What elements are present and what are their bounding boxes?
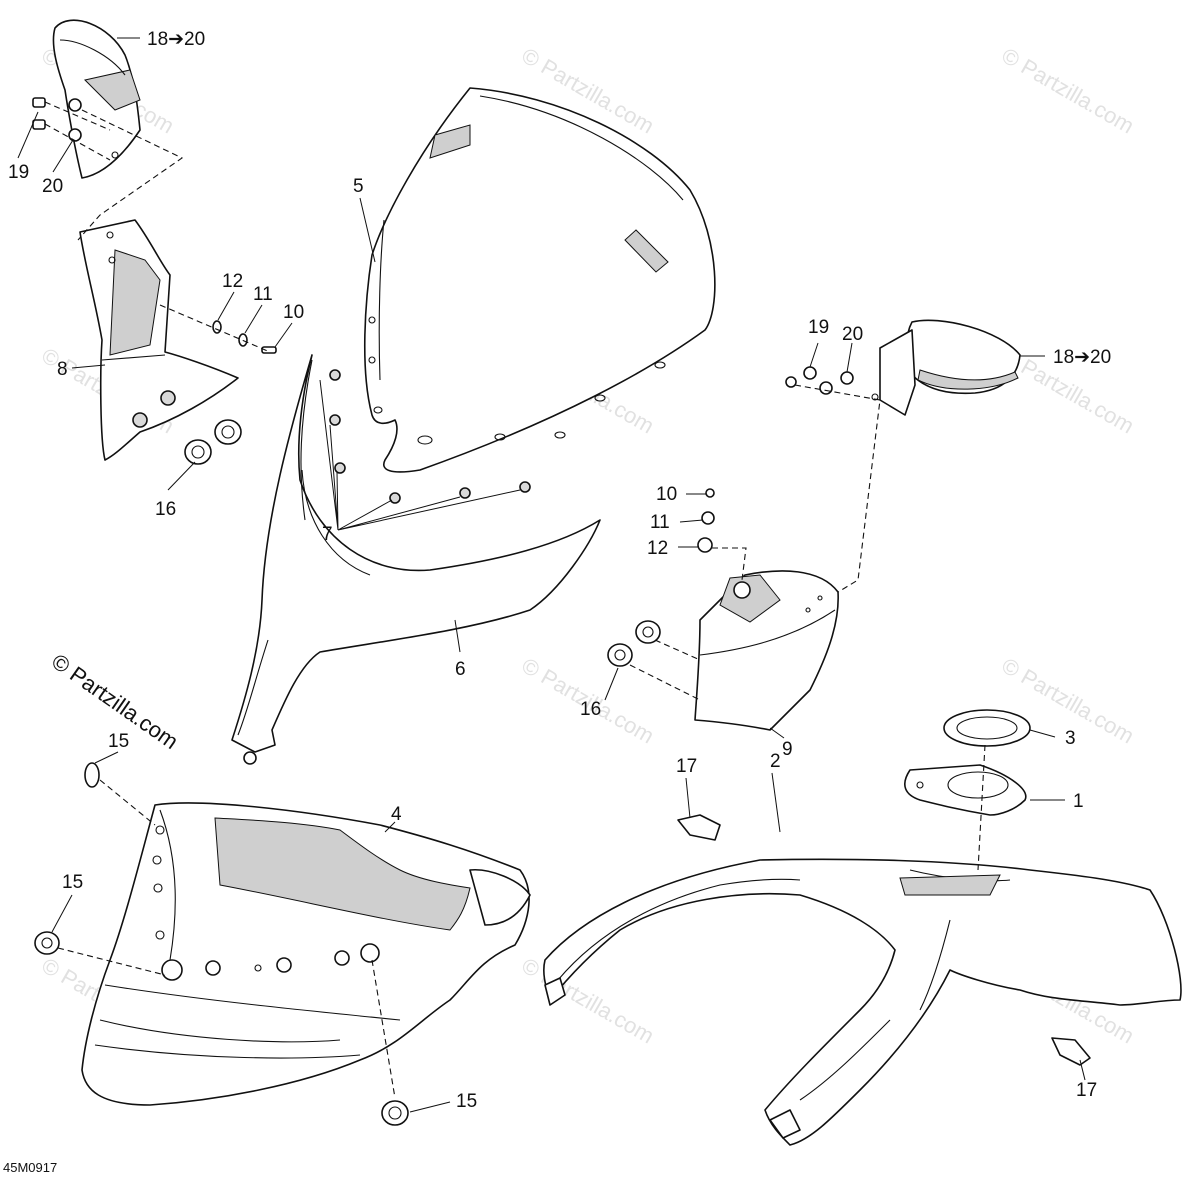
callout-11-right: 11 bbox=[650, 512, 670, 533]
callout-19-right: 19 bbox=[808, 317, 829, 338]
callout-12-right: 12 bbox=[647, 538, 668, 559]
right-grommets-16 bbox=[607, 620, 701, 701]
callout-12-left: 12 bbox=[222, 271, 243, 292]
callout-4: 4 bbox=[391, 804, 402, 825]
grommets-15 bbox=[34, 762, 409, 1126]
leader-lines bbox=[17, 37, 1086, 1113]
leader-lines-7 bbox=[319, 379, 521, 531]
part-8-left-mirror-bracket bbox=[79, 219, 239, 461]
callout-19-left: 19 bbox=[8, 162, 29, 183]
part-6-front-fairing bbox=[231, 354, 601, 765]
callout-3: 3 bbox=[1065, 728, 1076, 749]
callout-6: 6 bbox=[455, 659, 466, 680]
part-17-clips bbox=[677, 814, 1091, 1066]
callout-9: 9 bbox=[782, 739, 793, 760]
callout-18-20-right: 18➔20 bbox=[1053, 347, 1111, 368]
callout-15-mid: 15 bbox=[62, 872, 83, 893]
drawing-code: 45M0917 bbox=[3, 1160, 57, 1175]
watermark-text: © Partzilla.com bbox=[998, 43, 1139, 139]
callout-15-bottom: 15 bbox=[456, 1091, 477, 1112]
callout-labels: 18➔20 19 20 12 11 10 8 16 5 7 6 19 20 18… bbox=[8, 29, 1111, 1112]
callout-20-left: 20 bbox=[42, 176, 63, 197]
callout-5: 5 bbox=[353, 176, 364, 197]
part-1-gauge-bezel bbox=[904, 764, 1027, 816]
callout-18-20-left: 18➔20 bbox=[147, 29, 205, 50]
part-4-front-hood bbox=[81, 802, 531, 1106]
part-18-left-mirror bbox=[52, 19, 141, 179]
callout-7: 7 bbox=[322, 524, 333, 545]
callout-17-left: 17 bbox=[676, 756, 697, 777]
callout-16-right: 16 bbox=[580, 699, 601, 720]
callout-16-left: 16 bbox=[155, 499, 176, 520]
callout-20-right: 20 bbox=[842, 324, 863, 345]
callout-1: 1 bbox=[1073, 791, 1084, 812]
callout-17-right: 17 bbox=[1076, 1080, 1097, 1101]
part-9-right-mirror-bracket bbox=[694, 570, 839, 731]
callout-15-top: 15 bbox=[108, 731, 129, 752]
callout-10-left: 10 bbox=[283, 302, 304, 323]
part-18-right-mirror bbox=[871, 319, 1021, 416]
part-2-lower-console bbox=[543, 858, 1182, 1146]
right-hardware-10-11-12 bbox=[697, 488, 747, 581]
left-fasteners-19-20 bbox=[32, 97, 184, 241]
callout-11-left: 11 bbox=[253, 284, 273, 305]
left-grommets-16 bbox=[184, 419, 242, 465]
callout-2: 2 bbox=[770, 751, 781, 772]
right-fasteners-19-20 bbox=[785, 366, 881, 601]
callout-10-right: 10 bbox=[656, 484, 677, 505]
watermark-text: © Partzilla.com bbox=[518, 953, 659, 1049]
part-3-gauge-seal-ring bbox=[943, 709, 1031, 871]
left-hardware-10-11-12 bbox=[159, 304, 277, 354]
callout-8: 8 bbox=[57, 359, 68, 380]
part-5-windshield bbox=[363, 87, 716, 473]
